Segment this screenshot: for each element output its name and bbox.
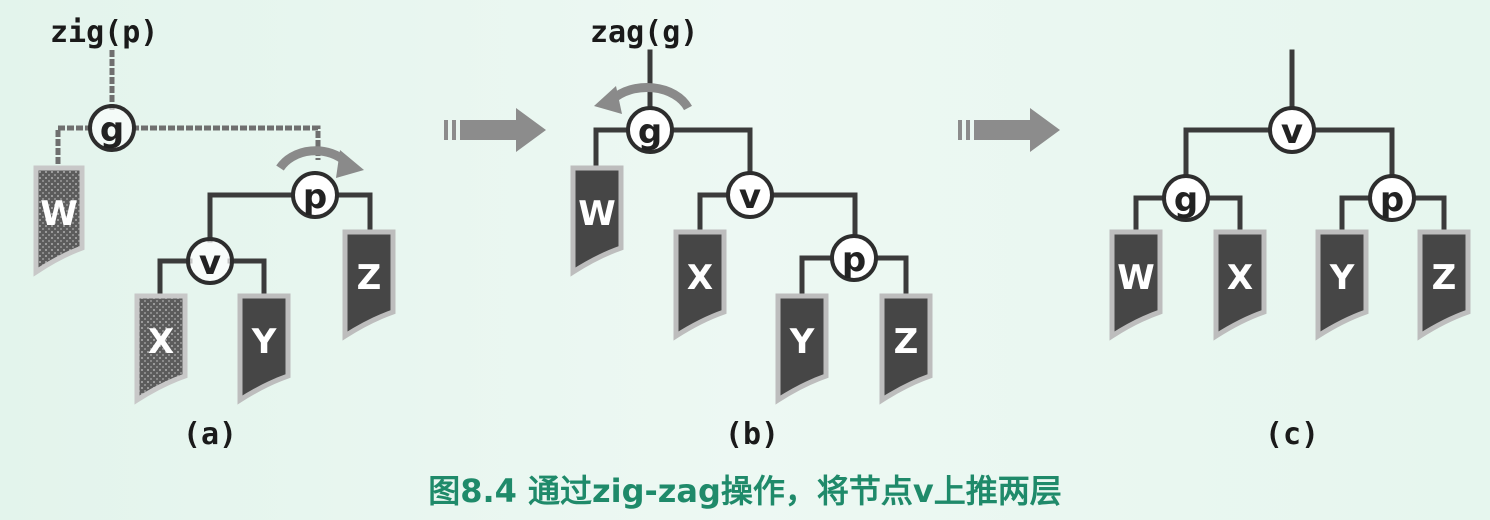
subtree-w: W bbox=[33, 165, 85, 277]
svg-text:v: v bbox=[739, 177, 761, 217]
tree-node-p: p bbox=[291, 171, 339, 219]
subtree-y: Y bbox=[775, 293, 829, 405]
subtree-w: W bbox=[1109, 229, 1163, 341]
svg-text:W: W bbox=[40, 194, 78, 234]
svg-text:W: W bbox=[1117, 258, 1155, 298]
panel-label-b: (b) bbox=[725, 417, 779, 452]
svg-text:W: W bbox=[578, 194, 616, 234]
svg-text:Z: Z bbox=[1432, 258, 1457, 298]
panel-label-c: (c) bbox=[1265, 417, 1319, 452]
svg-text:p: p bbox=[303, 177, 327, 217]
subtree-z: Z bbox=[342, 229, 396, 341]
figure-caption: 图8.4 通过zig-zag操作，将节点v上推两层 bbox=[428, 472, 1062, 510]
tree-node-v: v bbox=[1268, 106, 1316, 154]
transition-arrow-1 bbox=[444, 108, 546, 152]
svg-text:Z: Z bbox=[894, 322, 919, 362]
operation-label-b: zag(g) bbox=[590, 15, 698, 50]
subtree-z: Z bbox=[879, 293, 933, 405]
svg-text:v: v bbox=[199, 243, 221, 283]
subtree-y: Y bbox=[237, 293, 291, 405]
panel-a: zig(p) g p v W X bbox=[33, 15, 396, 452]
svg-text:Y: Y bbox=[789, 322, 815, 362]
tree-node-p: p bbox=[830, 234, 878, 282]
subtree-x: X bbox=[1213, 229, 1267, 341]
tree-node-p: p bbox=[1368, 174, 1416, 222]
svg-text:Z: Z bbox=[357, 258, 382, 298]
subtree-x: X bbox=[134, 293, 188, 405]
subtree-y: Y bbox=[1315, 229, 1369, 341]
svg-text:g: g bbox=[1174, 180, 1198, 220]
svg-text:p: p bbox=[1380, 180, 1404, 220]
transition-arrow-2 bbox=[958, 108, 1060, 152]
svg-text:v: v bbox=[1281, 112, 1303, 152]
panel-label-a: (a) bbox=[183, 417, 237, 452]
svg-text:p: p bbox=[842, 240, 866, 280]
svg-text:g: g bbox=[100, 110, 124, 150]
tree-node-g: g bbox=[626, 106, 674, 154]
subtree-z: Z bbox=[1417, 229, 1471, 341]
tree-node-v: v bbox=[726, 171, 774, 219]
svg-text:Y: Y bbox=[1329, 258, 1355, 298]
svg-text:X: X bbox=[148, 322, 174, 362]
svg-text:g: g bbox=[638, 112, 662, 152]
operation-label-a: zig(p) bbox=[50, 15, 158, 50]
subtree-w: W bbox=[570, 165, 624, 277]
tree-node-g: g bbox=[1162, 174, 1210, 222]
svg-text:X: X bbox=[687, 258, 713, 298]
panel-b: zag(g) g v p W X bbox=[570, 15, 933, 452]
tree-node-g: g bbox=[88, 104, 136, 152]
tree-node-v: v bbox=[186, 237, 234, 285]
svg-text:X: X bbox=[1227, 258, 1253, 298]
svg-text:Y: Y bbox=[251, 322, 277, 362]
subtree-x: X bbox=[673, 229, 727, 341]
panel-c: v g p W X Y Z (c) bbox=[1109, 49, 1471, 452]
